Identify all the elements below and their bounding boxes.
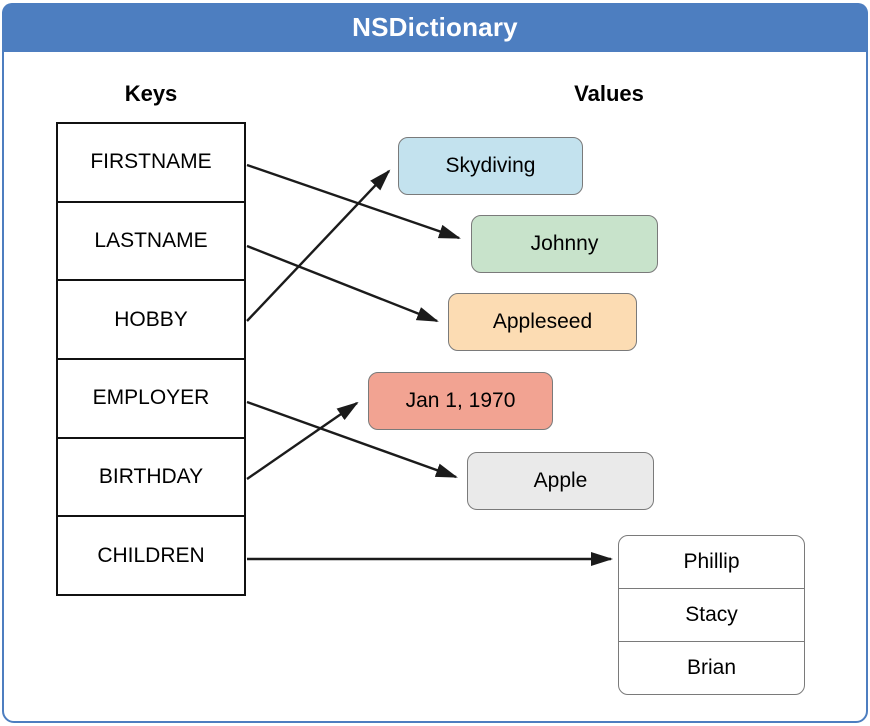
- keys-column-heading: Keys: [124, 81, 178, 106]
- key-cell-employer: EMPLOYER: [58, 360, 244, 439]
- key-cell-birthday: BIRTHDAY: [58, 439, 244, 518]
- values-column-heading: Values: [574, 81, 644, 106]
- title-bar: NSDictionary: [2, 3, 868, 52]
- value-pill-appleseed: Appleseed: [448, 293, 637, 351]
- key-cell-children: CHILDREN: [97, 543, 205, 567]
- key-cell-lastname: LASTNAME: [58, 203, 244, 282]
- value-pill-johnny: Johnny: [471, 215, 658, 273]
- key-cell-hobby: HOBBY: [58, 281, 244, 361]
- key-cell-firstname: FIRSTNAME: [58, 124, 244, 203]
- child-cell-stacy: Stacy: [619, 589, 804, 642]
- child-cell-brian: Brian: [686, 656, 737, 679]
- value-pill-skydiving: Skydiving: [398, 137, 583, 195]
- value-pill-jan-1-1970: Jan 1, 1970: [368, 372, 553, 430]
- value-pill-apple: Apple: [467, 452, 654, 510]
- child-cell-phillip: Phillip: [619, 536, 804, 589]
- page-title: NSDictionary: [352, 12, 518, 42]
- children-values-table: Phillip Stacy Brian: [618, 535, 805, 695]
- keys-table: FIRSTNAME LASTNAME HOBBY EMPLOYER BIRTHD…: [56, 122, 246, 596]
